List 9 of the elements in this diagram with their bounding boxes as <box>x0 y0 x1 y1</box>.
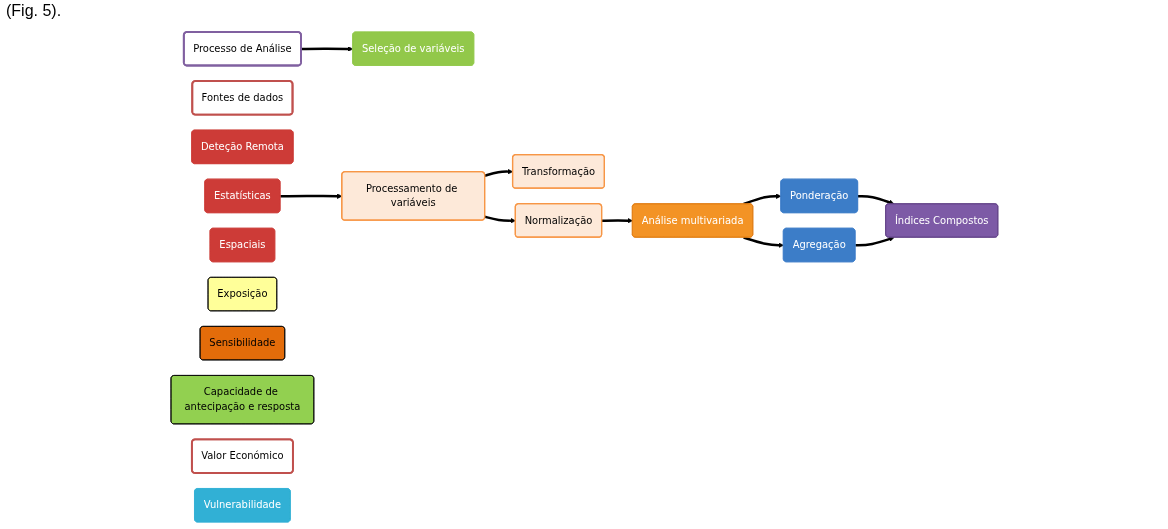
arrow <box>854 236 894 247</box>
arrow <box>300 45 353 52</box>
arrow <box>601 217 633 223</box>
arrow <box>857 194 894 205</box>
arrow <box>279 192 342 199</box>
arrow <box>484 168 513 177</box>
arrow <box>742 235 784 248</box>
arrow <box>742 192 781 205</box>
note-text: (Fig. 5). <box>6 2 62 20</box>
